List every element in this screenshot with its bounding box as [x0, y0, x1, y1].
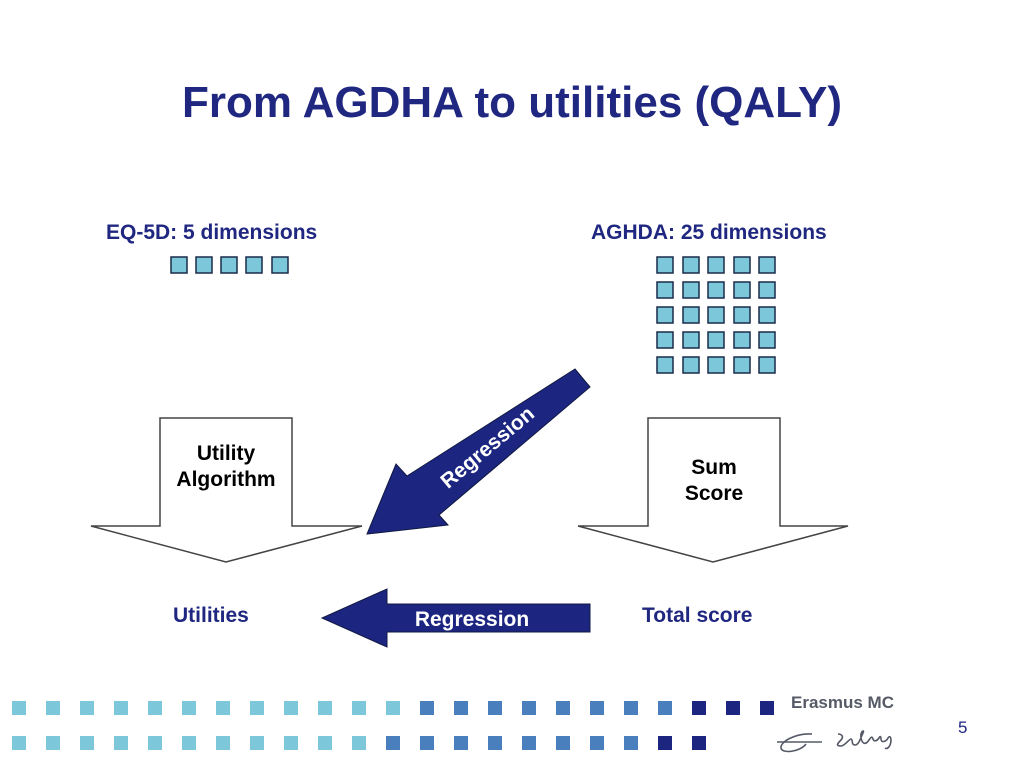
footer-square: [522, 701, 536, 715]
footer-square: [590, 736, 604, 750]
footer-square: [658, 701, 672, 715]
footer-square: [216, 736, 230, 750]
dimension-square: [682, 281, 700, 299]
footer-square: [454, 736, 468, 750]
dimension-square: [245, 256, 263, 274]
footer-decoration: [12, 701, 774, 750]
dimension-square: [682, 356, 700, 374]
dimension-square: [707, 306, 725, 324]
footer-square: [114, 736, 128, 750]
dimension-square: [733, 356, 751, 374]
total-score-label: Total score: [642, 604, 753, 627]
aghda-heading: AGHDA: 25 dimensions: [591, 221, 827, 244]
footer-square: [692, 701, 706, 715]
footer-square: [726, 701, 740, 715]
footer-square: [352, 736, 366, 750]
sum-score-label: Sum Score: [648, 455, 780, 507]
footer-square: [624, 736, 638, 750]
footer-square: [352, 701, 366, 715]
footer-square: [692, 736, 706, 750]
footer-square: [386, 736, 400, 750]
dimension-square: [656, 281, 674, 299]
dimension-square: [758, 331, 776, 349]
footer-square: [80, 701, 94, 715]
utilities-label: Utilities: [173, 604, 249, 627]
footer-square: [284, 701, 298, 715]
dimension-square: [656, 356, 674, 374]
erasmus-signature: [777, 730, 892, 753]
footer-square: [216, 701, 230, 715]
dimension-square: [707, 356, 725, 374]
erasmus-mc-logo: Erasmus MC: [791, 693, 894, 712]
dimension-square: [195, 256, 213, 274]
eq5d-heading: EQ-5D: 5 dimensions: [106, 221, 318, 244]
eq5d-dimension-squares: [170, 256, 289, 274]
footer-square: [488, 736, 502, 750]
dimension-square: [682, 331, 700, 349]
diagonal-regression-arrow: [366, 368, 591, 535]
footer-square: [590, 701, 604, 715]
sum-score-line2: Score: [684, 482, 744, 505]
footer-square: [658, 736, 672, 750]
footer-square: [420, 736, 434, 750]
dimension-square: [707, 331, 725, 349]
footer-square: [318, 736, 332, 750]
dimension-square: [758, 256, 776, 274]
dimension-square: [656, 256, 674, 274]
footer-square: [46, 701, 60, 715]
footer-square: [318, 701, 332, 715]
dimension-square: [682, 256, 700, 274]
page-number: 5: [958, 718, 968, 737]
footer-square: [420, 701, 434, 715]
aghda-dimension-grid: [656, 256, 776, 374]
footer-square: [250, 701, 264, 715]
footer-square: [522, 736, 536, 750]
dimension-square: [758, 356, 776, 374]
utility-algorithm-label: Utility Algorithm: [160, 441, 292, 493]
dimension-square: [707, 256, 725, 274]
dimension-square: [758, 306, 776, 324]
slide-title: From AGDHA to utilities (QALY): [182, 78, 842, 127]
dimension-square: [682, 306, 700, 324]
footer-square: [114, 701, 128, 715]
footer-square: [80, 736, 94, 750]
dimension-square: [733, 306, 751, 324]
footer-square: [46, 736, 60, 750]
dimension-square: [733, 281, 751, 299]
footer-square: [488, 701, 502, 715]
footer-square: [12, 736, 26, 750]
dimension-square: [656, 306, 674, 324]
sum-score-arrow: [577, 417, 849, 563]
dimension-square: [758, 281, 776, 299]
horizontal-regression-arrow: [320, 588, 591, 648]
dimension-square: [220, 256, 238, 274]
dimension-square: [733, 256, 751, 274]
sum-score-line1: Sum: [691, 456, 737, 479]
footer-square: [556, 701, 570, 715]
utility-algorithm-arrow: [90, 417, 363, 563]
footer-square: [182, 701, 196, 715]
footer-square: [454, 701, 468, 715]
dimension-square: [733, 331, 751, 349]
footer-square: [148, 701, 162, 715]
footer-square: [760, 701, 774, 715]
dimension-square: [170, 256, 188, 274]
horizontal-regression-label: Regression: [415, 608, 529, 631]
utility-algorithm-line2: Algorithm: [176, 468, 276, 491]
footer-square: [148, 736, 162, 750]
dimension-square: [271, 256, 289, 274]
footer-square: [624, 701, 638, 715]
dimension-square: [707, 281, 725, 299]
footer-square: [284, 736, 298, 750]
utility-algorithm-line1: Utility: [196, 442, 256, 465]
footer-square: [182, 736, 196, 750]
dimension-square: [656, 331, 674, 349]
footer-square: [556, 736, 570, 750]
footer-square: [12, 701, 26, 715]
footer-square: [250, 736, 264, 750]
footer-square: [386, 701, 400, 715]
